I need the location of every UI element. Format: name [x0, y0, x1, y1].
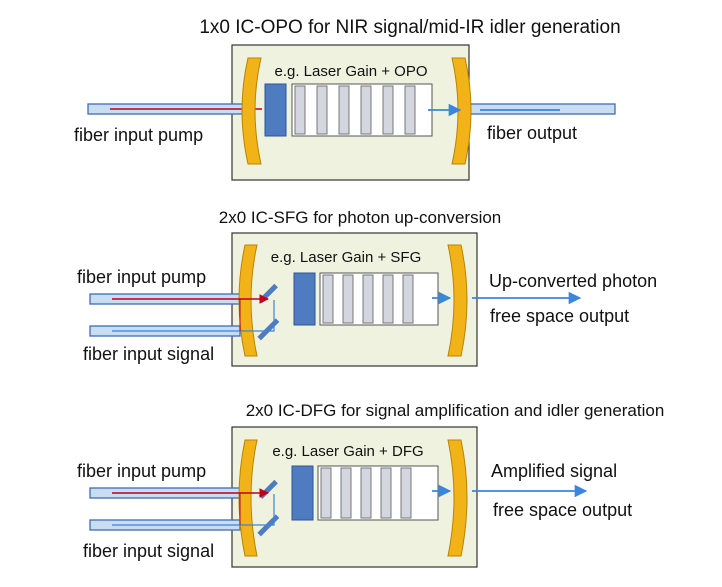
sfg-left-mirror [238, 244, 258, 357]
sfg-signal-label: fiber input signal [83, 344, 214, 364]
dfg-crystal-segments [320, 467, 412, 519]
dfg-signal-beam [112, 494, 275, 526]
sfg-output-label-2: free space output [490, 306, 629, 326]
panel-opo: 1x0 IC-OPO for NIR signal/mid-IR idler g… [74, 17, 621, 181]
dfg-pump-label: fiber input pump [77, 461, 206, 481]
dfg-box-label: e.g. Laser Gain + DFG [272, 443, 423, 460]
opo-output-fiber [467, 103, 616, 115]
opo-crystal-segments [294, 85, 416, 135]
opo-input-label: fiber input pump [74, 125, 203, 145]
panel-dfg: 2x0 IC-DFG for signal amplification and … [77, 401, 665, 568]
opo-gain-medium [264, 83, 287, 137]
dfg-nonlinear-crystal [317, 465, 439, 521]
sfg-nonlinear-crystal [319, 272, 439, 326]
panel-dfg-title: 2x0 IC-DFG for signal amplification and … [246, 401, 665, 420]
panel-sfg: 2x0 IC-SFG for photon up-conversion e.g.… [77, 208, 657, 367]
sfg-pump-label: fiber input pump [77, 267, 206, 287]
dfg-signal-label: fiber input signal [83, 541, 214, 561]
sfg-gain-medium [293, 272, 316, 326]
opo-output-label: fiber output [487, 123, 577, 143]
sfg-output-label-1: Up-converted photon [489, 271, 657, 291]
opo-box-label: e.g. Laser Gain + OPO [275, 63, 428, 80]
sfg-signal-beam [112, 300, 275, 332]
dfg-right-mirror [447, 439, 468, 557]
panel-sfg-title: 2x0 IC-SFG for photon up-conversion [219, 208, 502, 227]
opo-right-mirror [451, 57, 472, 165]
dfg-output-label-2: free space output [493, 500, 632, 520]
opo-left-mirror [241, 57, 262, 165]
dfg-gain-medium [291, 465, 314, 521]
sfg-right-mirror [447, 244, 468, 357]
panel-opo-title: 1x0 IC-OPO for NIR signal/mid-IR idler g… [199, 17, 620, 38]
dfg-left-mirror [238, 439, 258, 557]
sfg-crystal-segments [322, 274, 414, 324]
dfg-output-label-1: Amplified signal [491, 461, 617, 481]
sfg-box-label: e.g. Laser Gain + SFG [271, 249, 422, 266]
